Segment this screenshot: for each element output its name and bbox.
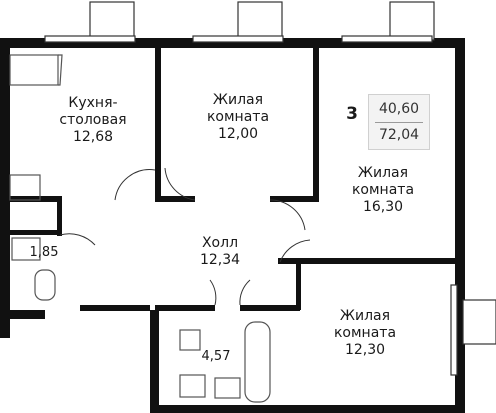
room-area: 12,00 xyxy=(217,126,259,142)
room-area: 16,30 xyxy=(362,199,404,215)
bathroom-area: 4,57 xyxy=(201,349,231,364)
fixtures xyxy=(9,54,271,403)
bathroom-small-area: 1,85 xyxy=(29,245,59,260)
room-area: 12,30 xyxy=(344,342,386,358)
room-name-line1: Жилая xyxy=(339,308,391,324)
area-box: 40,60 72,04 xyxy=(368,94,430,150)
room-living-3: Жилая комната 12,30 xyxy=(320,308,410,359)
room-name-line2: комната xyxy=(351,182,415,198)
room-hall: Холл 12,34 xyxy=(180,235,260,269)
apartment-summary-badge: 3 40,60 72,04 xyxy=(340,94,430,150)
room-name-line1: Кухня- xyxy=(68,95,118,111)
room-name-line2: комната xyxy=(333,325,397,341)
total-area: 72,04 xyxy=(378,127,420,143)
walls xyxy=(0,38,465,413)
room-name-line1: Жилая xyxy=(357,165,409,181)
rooms-count: 3 xyxy=(346,104,358,124)
door-swings xyxy=(59,167,311,306)
room-name-line2: комната xyxy=(206,109,270,125)
room-name-line1: Жилая xyxy=(212,92,264,108)
room-name-line2: столовая xyxy=(59,112,127,128)
room-living-2: Жилая комната 16,30 xyxy=(338,165,428,216)
room-area: 12,68 xyxy=(72,129,114,145)
living-area: 40,60 xyxy=(378,101,420,117)
room-name-line1: Холл xyxy=(201,235,239,251)
room-living-1: Жилая комната 12,00 xyxy=(193,92,283,143)
area-divider xyxy=(375,122,423,123)
room-kitchen-dining: Кухня- столовая 12,68 xyxy=(48,95,138,146)
room-area: 12,34 xyxy=(199,252,241,268)
windows xyxy=(44,1,496,376)
